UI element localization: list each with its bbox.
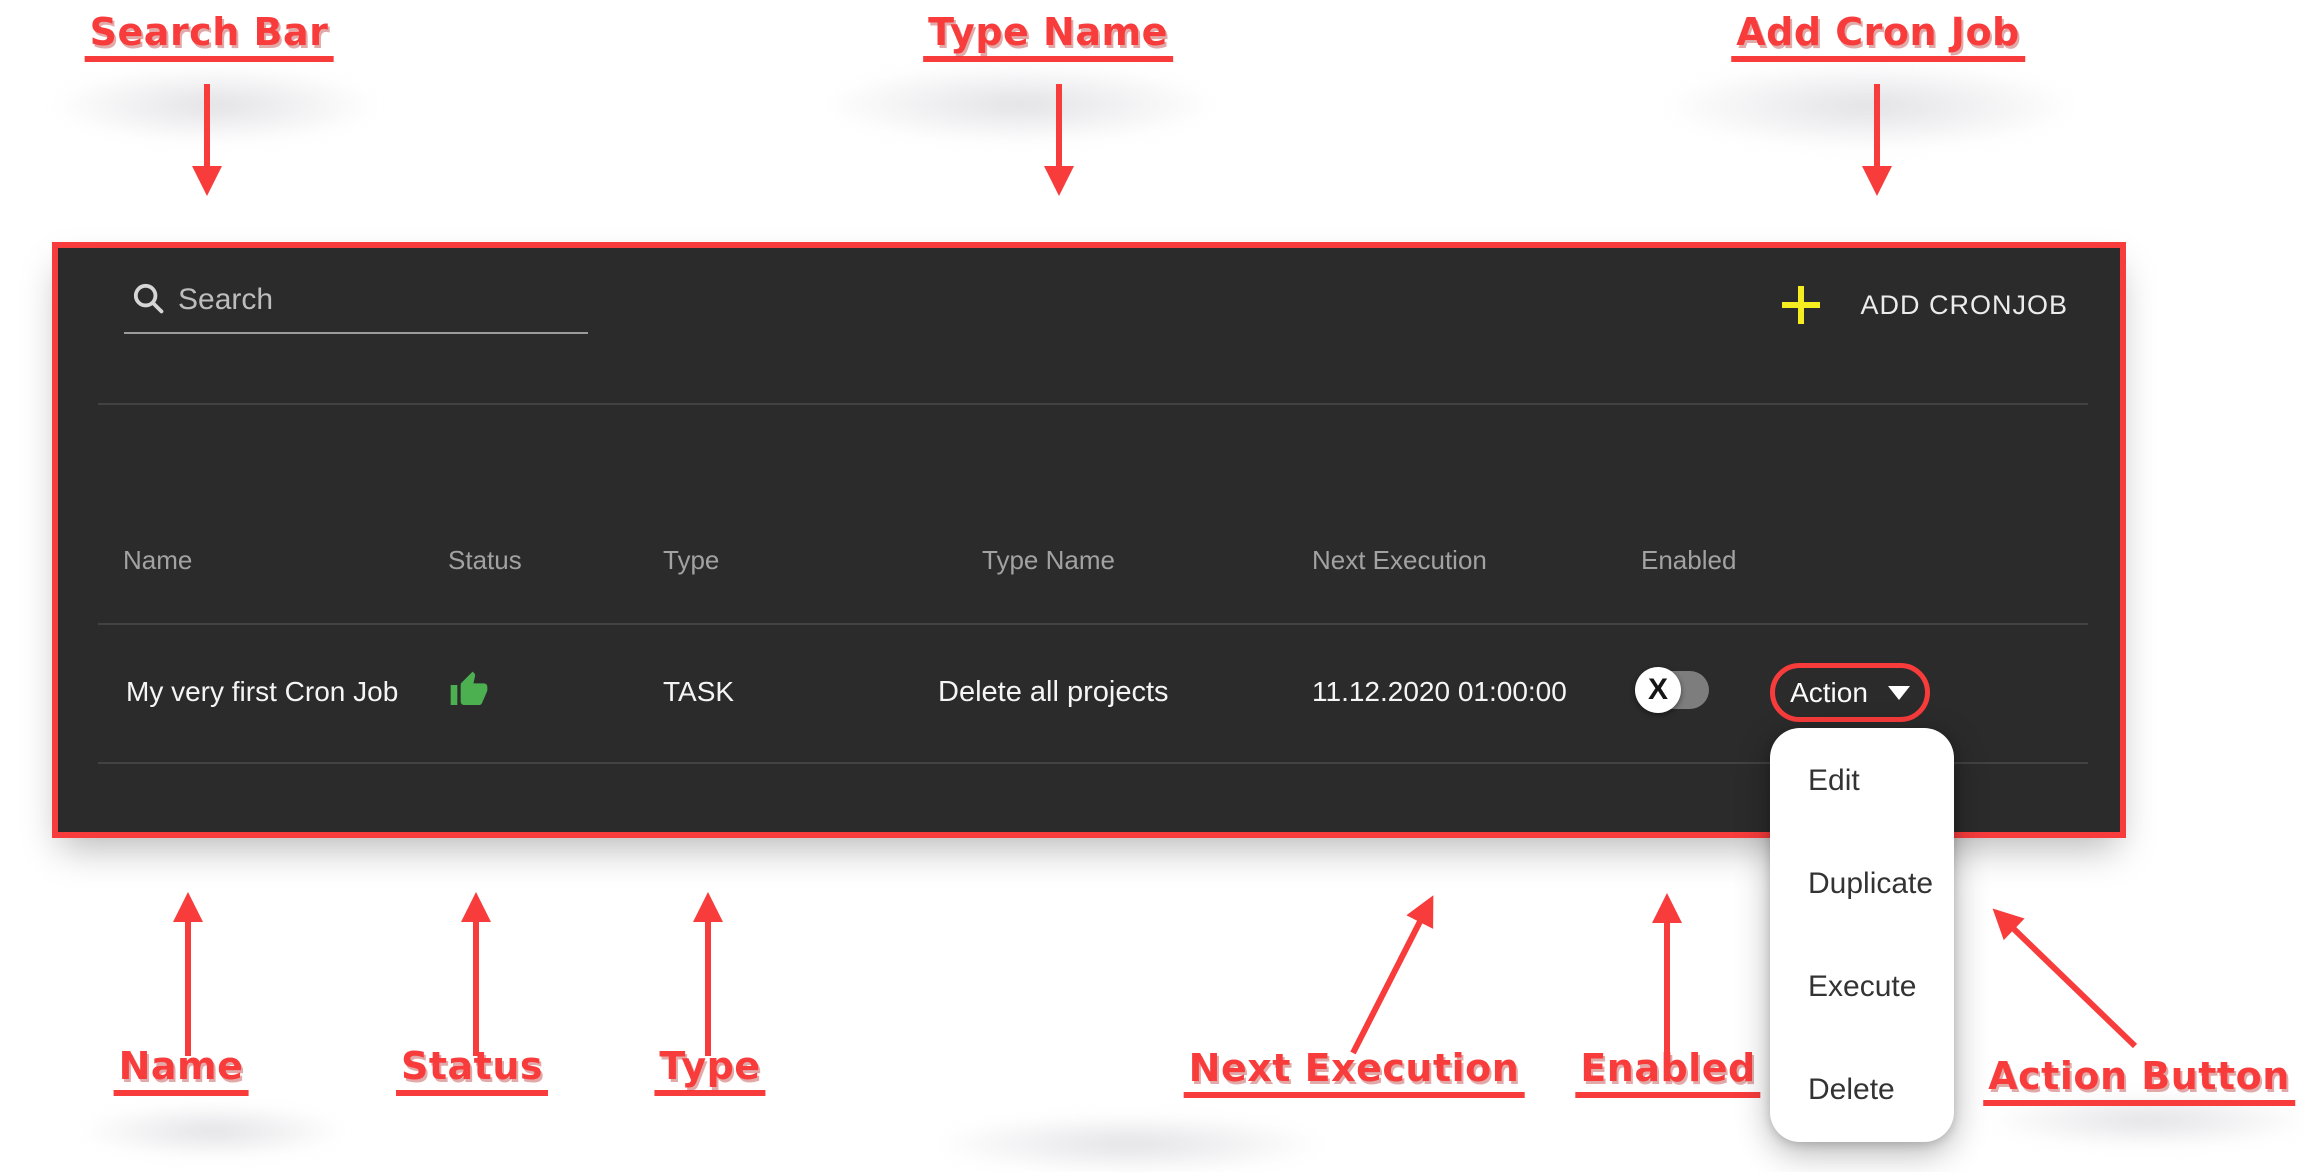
annotation-next-execution: Next Execution bbox=[1183, 1047, 1525, 1098]
arrow-up-icon bbox=[693, 892, 723, 1056]
search-input[interactable] bbox=[178, 280, 578, 320]
toolbar-divider bbox=[98, 403, 2088, 405]
background-blob bbox=[50, 66, 380, 144]
annotation-status: Status bbox=[395, 1045, 549, 1096]
header-divider bbox=[98, 623, 2088, 625]
column-header-type-name: Type Name bbox=[982, 545, 1115, 575]
search-underline bbox=[124, 332, 588, 334]
row-divider bbox=[98, 762, 2088, 764]
annotation-action-button: Action Button bbox=[1983, 1055, 2295, 1106]
column-header-next-execution: Next Execution bbox=[1312, 545, 1487, 575]
thumb-up-icon bbox=[449, 670, 489, 710]
column-header-name: Name bbox=[123, 545, 193, 575]
cell-job-type: TASK bbox=[663, 676, 735, 707]
cell-job-name: My very first Cron Job bbox=[126, 676, 399, 707]
arrow-up-icon bbox=[173, 892, 203, 1056]
annotation-name: Name bbox=[113, 1045, 249, 1096]
action-menu: Edit Duplicate Execute Delete bbox=[1770, 728, 1954, 1142]
cell-type-name: Delete all projects bbox=[938, 676, 1169, 708]
arrow-down-icon bbox=[1044, 84, 1074, 196]
add-cronjob-button[interactable]: ADD CRONJOB bbox=[1770, 274, 2080, 336]
action-button-label: Action bbox=[1790, 676, 1868, 708]
column-header-type: Type bbox=[663, 545, 720, 575]
column-header-enabled: Enabled bbox=[1641, 545, 1737, 575]
arrow-up-icon bbox=[1340, 888, 1447, 1059]
arrow-down-icon bbox=[1862, 84, 1892, 196]
caret-down-icon bbox=[1887, 685, 1910, 700]
arrow-up-icon bbox=[1982, 897, 2145, 1057]
cell-next-execution: 11.12.2020 01:00:00 bbox=[1312, 676, 1567, 707]
toggle-thumb-x[interactable]: X bbox=[1635, 667, 1681, 713]
arrow-up-icon bbox=[1652, 893, 1682, 1055]
annotation-enabled: Enabled bbox=[1575, 1047, 1761, 1098]
search-icon bbox=[129, 279, 167, 317]
arrow-down-icon bbox=[192, 84, 222, 196]
background-blob bbox=[820, 64, 1220, 144]
menu-item-edit[interactable]: Edit bbox=[1808, 764, 1860, 797]
column-header-status: Status bbox=[448, 545, 522, 575]
menu-item-delete[interactable]: Delete bbox=[1808, 1073, 1895, 1106]
menu-item-execute[interactable]: Execute bbox=[1808, 970, 1917, 1003]
menu-item-duplicate[interactable]: Duplicate bbox=[1808, 867, 1934, 900]
background-blob bbox=[1660, 62, 2080, 150]
annotation-type-name: Type Name bbox=[923, 11, 1173, 62]
action-button[interactable]: Action bbox=[1770, 663, 1930, 722]
background-blob bbox=[930, 1114, 1330, 1172]
background-blob bbox=[78, 1104, 348, 1158]
plus-icon bbox=[1782, 286, 1821, 324]
enabled-toggle[interactable]: X bbox=[1635, 667, 1729, 713]
annotation-add-cron-job: Add Cron Job bbox=[1731, 11, 2025, 62]
annotation-search-bar: Search Bar bbox=[84, 11, 334, 62]
arrow-up-icon bbox=[461, 892, 491, 1056]
add-cronjob-label: ADD CRONJOB bbox=[1860, 289, 2068, 320]
